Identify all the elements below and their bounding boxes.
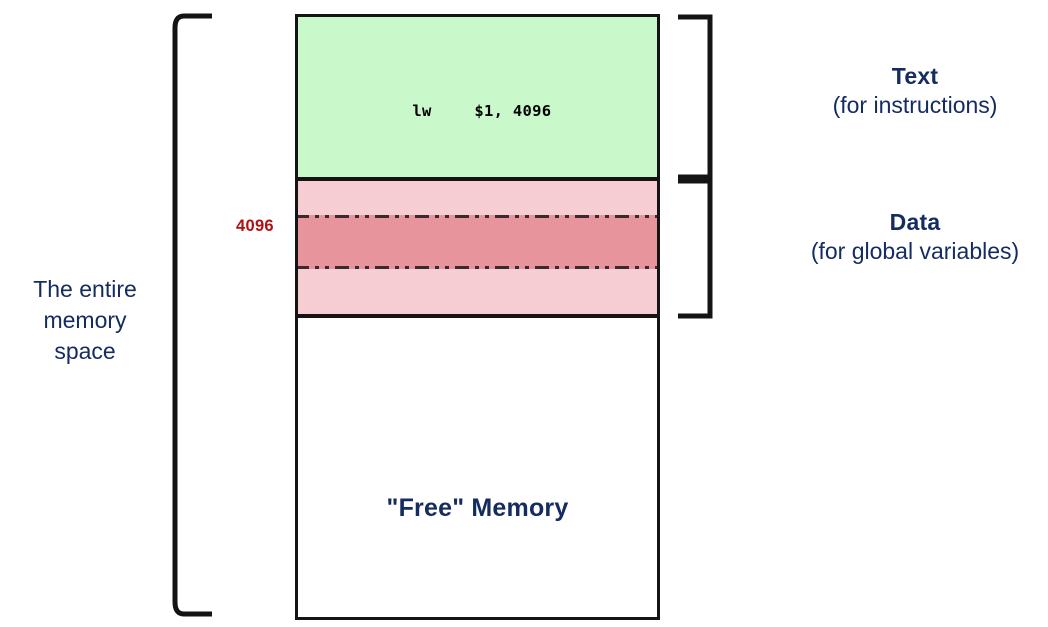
text-segment-bracket: [678, 14, 714, 180]
data-segment: [295, 178, 660, 317]
data-segment-title: Data: [889, 209, 941, 235]
code-args: $1, 4096: [474, 101, 552, 120]
entire-memory-line-2: memory: [43, 307, 127, 333]
memory-column: lw$1, 4096 addi$1, $1, 0 sw$1, 4096 lw$2…: [295, 14, 660, 620]
entire-memory-line-1: The entire: [33, 276, 137, 302]
text-segment-title: Text: [891, 63, 939, 89]
entire-memory-bracket: [170, 12, 212, 618]
data-segment-caption: Data (for global variables): [782, 208, 1048, 267]
data-segment-bracket: [678, 178, 714, 319]
text-segment-caption: Text (for instructions): [782, 62, 1048, 121]
data-band-rule-bottom: [298, 266, 657, 269]
entire-memory-caption: The entire memory space: [0, 274, 170, 367]
entire-memory-line-3: space: [54, 338, 116, 364]
text-segment: lw$1, 4096 addi$1, $1, 0 sw$1, 4096 lw$2…: [295, 14, 660, 590]
text-segment-subtitle: (for instructions): [832, 92, 998, 118]
code-op: lw: [412, 101, 432, 120]
data-segment-subtitle: (for global variables): [810, 238, 1020, 264]
free-memory-segment: "Free" Memory: [295, 315, 660, 620]
address-label-4096: 4096: [236, 217, 274, 235]
code-line: lw $1, 4096: [316, 76, 571, 147]
free-memory-label: "Free" Memory: [386, 494, 569, 522]
data-highlight-band: [298, 215, 657, 269]
data-band-rule-top: [298, 215, 657, 218]
